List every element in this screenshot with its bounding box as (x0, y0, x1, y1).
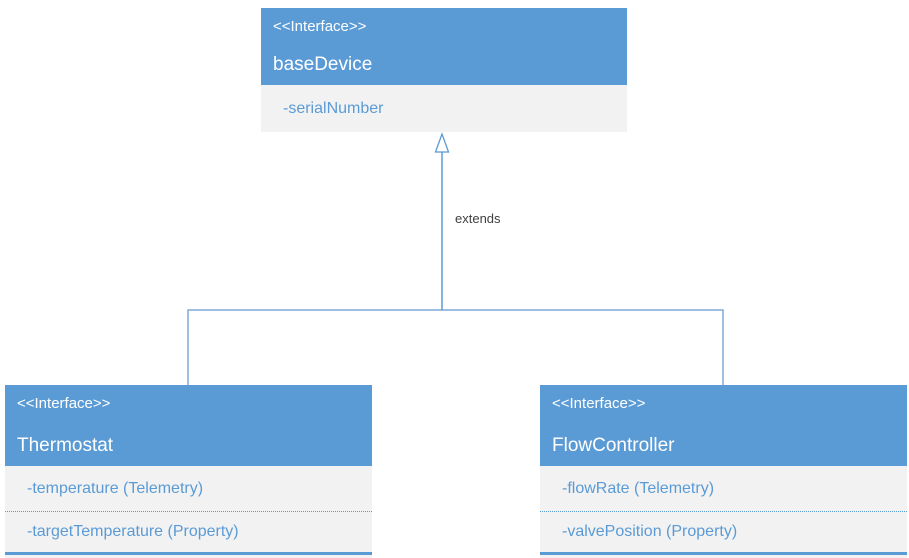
attribute-serialnumber: -serialNumber (283, 99, 384, 117)
flowcontroller-attributes: -flowRate (Telemetry) -valvePosition (Pr… (540, 466, 907, 558)
attribute-flowrate: -flowRate (Telemetry) (540, 466, 907, 512)
thermostat-header: <<Interface>> Thermostat (5, 385, 372, 466)
generalization-arrowhead-icon (434, 132, 450, 153)
attribute-temperature: -temperature (Telemetry) (5, 466, 372, 512)
inheritance-tree-line (187, 309, 724, 385)
attribute-targettemperature: -targetTemperature (Property) (27, 523, 239, 540)
basedevice-stereotype: <<Interface>> (273, 18, 367, 35)
basedevice-title: baseDevice (273, 54, 373, 75)
flowcontroller-stereotype: <<Interface>> (552, 395, 646, 412)
attribute-valveposition: -valvePosition (Property) (562, 523, 738, 540)
thermostat-stereotype: <<Interface>> (17, 395, 111, 412)
interface-box-thermostat: <<Interface>> Thermostat -temperature (T… (5, 385, 372, 558)
basedevice-header: <<Interface>> baseDevice (261, 8, 627, 85)
thermostat-bottom-compartment-strip (5, 552, 372, 555)
interface-box-flowcontroller: <<Interface>> FlowController -flowRate (… (540, 385, 907, 558)
flowcontroller-bottom-compartment-strip (540, 552, 907, 555)
thermostat-title: Thermostat (17, 435, 114, 456)
flowcontroller-header: <<Interface>> FlowController (540, 385, 907, 466)
basedevice-attributes: -serialNumber (261, 85, 627, 132)
extends-label: extends (455, 211, 501, 226)
interface-box-basedevice: <<Interface>> baseDevice -serialNumber (261, 8, 627, 132)
thermostat-attributes: -temperature (Telemetry) -targetTemperat… (5, 466, 372, 558)
flowcontroller-title: FlowController (552, 435, 675, 456)
